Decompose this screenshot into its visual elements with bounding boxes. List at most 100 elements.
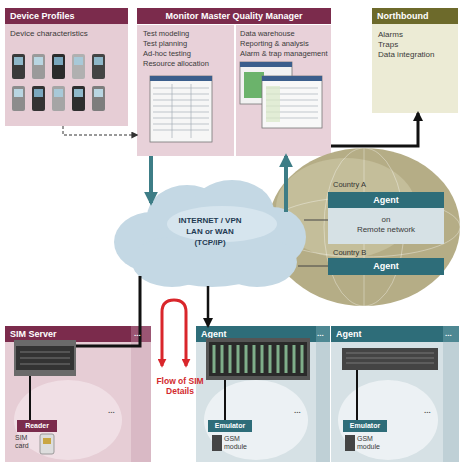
box-text: on <box>328 215 444 225</box>
box-text: (TCP/IP) <box>112 238 308 248</box>
gsm-module-icon <box>345 435 355 451</box>
screenshot <box>150 76 212 142</box>
annotation-text: ... <box>134 329 141 339</box>
phone-icon <box>52 54 65 79</box>
cloud-lobe <box>217 237 297 287</box>
agent-box: Agent <box>328 258 444 275</box>
chart-area <box>244 72 264 98</box>
box-text: INTERNET / VPN <box>112 216 308 226</box>
box-text: Emulator <box>343 420 387 432</box>
server-slots <box>20 352 70 364</box>
annotation-text: ... <box>445 329 452 339</box>
box-text: Reader <box>17 420 57 432</box>
rack-front <box>209 342 307 376</box>
phone-icon <box>12 86 25 111</box>
network-cloud: INTERNET / VPNLAN or WAN(TCP/IP) <box>112 172 308 294</box>
rack-device <box>342 348 438 370</box>
window-title <box>150 76 212 81</box>
box-heading: Agent <box>328 192 444 208</box>
gsm-module-icon <box>212 435 222 451</box>
phone-icon <box>92 54 105 79</box>
box-text: Country B <box>333 248 366 258</box>
cable <box>356 370 358 420</box>
box-text: Reporting & analysis <box>240 39 309 49</box>
box-text: Test modeling <box>143 29 189 39</box>
sim-chip <box>43 438 51 444</box>
table-grid <box>153 84 209 138</box>
cable <box>29 376 31 420</box>
stacked-box <box>316 326 330 462</box>
phone-screen <box>74 57 83 65</box>
phone-screen <box>14 89 23 97</box>
box-heading: Agent <box>331 326 443 342</box>
box-text: Emulator <box>208 420 252 432</box>
agent-box: Agent onRemote network <box>328 192 444 244</box>
phone-screen <box>14 57 23 65</box>
rack-device <box>206 338 310 380</box>
box-text: Ad-hoc testing <box>143 49 191 59</box>
phone-screen <box>54 89 63 97</box>
connector <box>331 113 418 146</box>
backdrop-circle <box>204 380 308 460</box>
phone-icons <box>12 54 105 111</box>
stacked-tab <box>443 326 459 342</box>
phone-screen <box>94 89 103 97</box>
reader-tag: Reader <box>17 420 57 432</box>
annotation-text: GSM module <box>224 435 258 451</box>
column-highlight <box>266 86 280 122</box>
sim-card-icon <box>40 434 54 454</box>
server-front <box>16 346 74 370</box>
globe-body <box>268 148 460 306</box>
annotation-text: ... <box>108 406 115 416</box>
box-text: Country A <box>333 180 366 190</box>
connector <box>284 156 288 212</box>
box-text: Alarm & trap management <box>240 49 328 59</box>
box-text: Data warehouse <box>240 29 295 39</box>
box-text: Traps <box>378 40 398 50</box>
cable <box>76 345 131 348</box>
phone-icon <box>72 54 85 79</box>
box-heading: Northbound <box>372 8 458 24</box>
connector <box>63 126 137 135</box>
phone-icon <box>92 86 105 111</box>
box-text: Device characteristics <box>10 29 90 39</box>
rack-modules <box>214 345 302 373</box>
sim-flow-arrow <box>162 300 186 366</box>
phone-icon <box>72 86 85 111</box>
box-text: Test planning <box>143 39 187 49</box>
phone-screen <box>94 57 103 65</box>
window <box>262 76 322 128</box>
connector <box>149 156 153 203</box>
phone-screen <box>74 89 83 97</box>
box-text: Remote network <box>328 225 444 235</box>
connector <box>298 266 328 267</box>
box-text: Resource allocation <box>143 59 209 69</box>
northbound-box: NorthboundAlarmsTrapsData integration <box>372 8 458 113</box>
phone-icon <box>32 86 45 111</box>
box-text: Alarms <box>378 30 403 40</box>
box-text: LAN or WAN <box>112 227 308 237</box>
annotation-text: ... <box>317 329 324 339</box>
box-heading: SIM Server <box>5 326 131 342</box>
phone-screen <box>54 57 63 65</box>
stacked-box <box>443 326 459 462</box>
box-heading: Agent <box>328 258 444 274</box>
emulator-tag: Emulator <box>208 420 252 432</box>
annotation-text: SIM card <box>15 434 39 450</box>
rack-vents <box>346 353 434 363</box>
window-title <box>262 76 322 81</box>
box-heading: Device Profiles <box>5 8 128 24</box>
window-title <box>240 62 292 67</box>
window <box>150 76 212 142</box>
phone-icon <box>12 54 25 79</box>
connector <box>131 276 140 346</box>
connector <box>207 286 210 326</box>
annotation-text: GSM module <box>357 435 391 451</box>
screenshot <box>240 62 322 128</box>
backdrop-circle <box>338 380 438 460</box>
connector <box>304 220 328 221</box>
phone-icon <box>52 86 65 111</box>
emulator-tag: Emulator <box>343 420 387 432</box>
